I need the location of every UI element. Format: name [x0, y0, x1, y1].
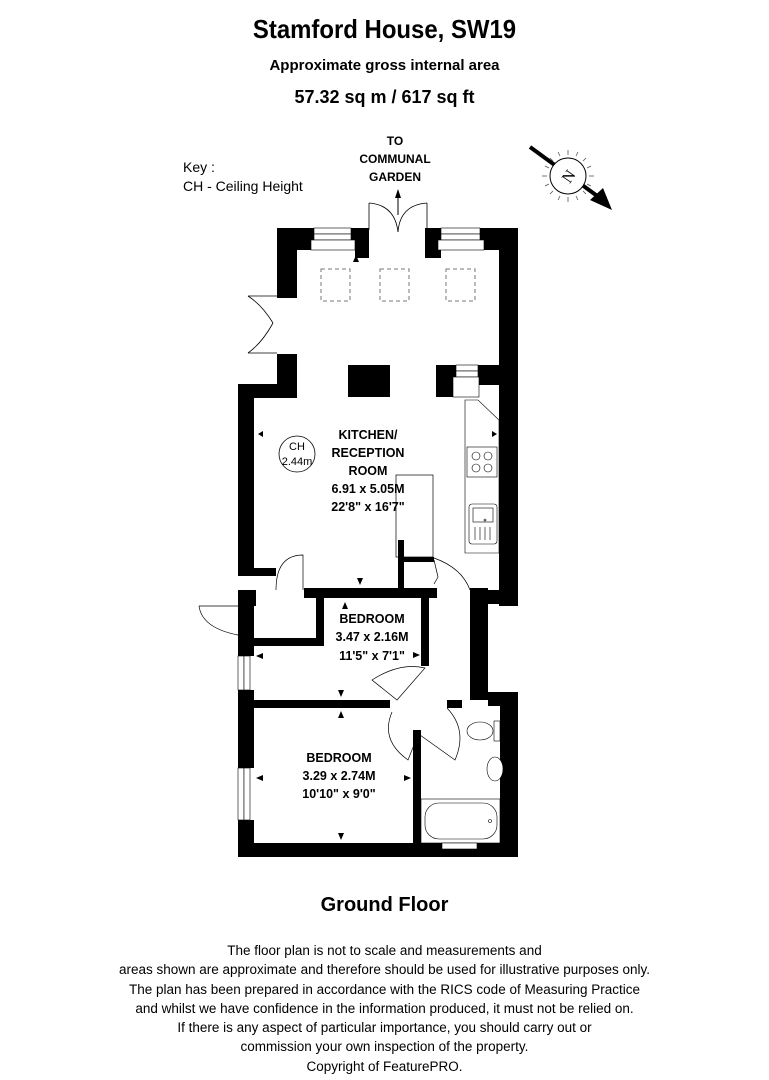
garden-double-door [368, 202, 428, 233]
window-bedroom-2 [237, 767, 251, 821]
bathroom-fixtures [420, 720, 504, 850]
key-entry-ceiling-height: CH - Ceiling Height [183, 178, 303, 194]
toilet-icon [466, 721, 494, 741]
floor-label: Ground Floor [320, 894, 449, 916]
side-french-doors [247, 295, 277, 354]
window-top-right [437, 227, 485, 251]
room-imperial: 11'5" x 7'1" [339, 649, 405, 663]
legend-key: Key : CH - Ceiling Height [183, 158, 303, 196]
disclaimer-line: The plan has been prepared in accordance… [128, 981, 641, 997]
key-heading: Key : [183, 159, 215, 175]
exit-arrow-icon [395, 189, 401, 215]
room-name-line2: RECEPTION [332, 446, 405, 460]
room-metric: 6.91 x 5.05M [332, 482, 405, 496]
chimney-vent [452, 364, 480, 398]
basin-icon [486, 756, 504, 782]
room-bedroom-1: BEDROOM 3.47 x 2.16M 11'5" x 7'1" [336, 612, 409, 663]
copyright: Copyright of FeaturePRO. [306, 1058, 463, 1074]
area-subtitle: Approximate gross internal area [269, 57, 500, 74]
gross-area: 57.32 sq m / 617 sq ft [294, 87, 475, 107]
exit-label-line3: GARDEN [369, 170, 421, 184]
window-bedroom-1 [237, 655, 251, 691]
entrance-door [198, 554, 304, 636]
ceiling-height-marker: CH 2.44m [278, 435, 316, 473]
ceiling-lanterns [320, 268, 476, 302]
exit-label-line1: TO [387, 134, 403, 148]
disclaimer: The floor plan is not to scale and measu… [0, 941, 769, 1076]
room-name-line3: ROOM [349, 464, 388, 478]
compass-north-icon: N [528, 145, 612, 210]
room-kitchen-reception: KITCHEN/ RECEPTION ROOM 6.91 x 5.05M 22'… [331, 428, 404, 514]
measurement-arrows [256, 255, 497, 840]
room-metric: 3.29 x 2.74M [303, 769, 376, 783]
room-bedroom-2: BEDROOM 3.29 x 2.74M 10'10" x 9'0" [302, 751, 375, 801]
ch-value: 2.44m [282, 456, 313, 468]
storage-cupboard [395, 474, 471, 591]
walls [238, 228, 518, 857]
room-name-line1: BEDROOM [339, 612, 404, 626]
ch-label: CH [289, 441, 305, 453]
room-imperial: 22'8" x 16'7" [331, 500, 404, 514]
disclaimer-line: and whilst we have confidence in the inf… [135, 1000, 634, 1016]
disclaimer-line: areas shown are approximate and therefor… [118, 962, 651, 978]
window-top-left [310, 227, 356, 251]
room-imperial: 10'10" x 9'0" [302, 787, 375, 801]
room-name-line1: BEDROOM [306, 751, 371, 765]
kitchen-units [464, 399, 500, 554]
floor-plan: TO COMMUNAL GARDEN N [198, 134, 612, 857]
hallway-doors [371, 666, 461, 761]
room-metric: 3.47 x 2.16M [336, 630, 409, 644]
disclaimer-line: If there is any aspect of particular imp… [177, 1020, 592, 1036]
hob-icon [466, 446, 498, 478]
disclaimer-line: The floor plan is not to scale and measu… [227, 943, 542, 958]
disclaimer-line: commission your own inspection of the pr… [240, 1039, 529, 1055]
plan-title: Stamford House, SW19 [252, 14, 517, 44]
room-name-line1: KITCHEN/ [338, 428, 398, 442]
exit-label-line2: COMMUNAL [359, 152, 430, 166]
bath-icon [424, 802, 498, 840]
